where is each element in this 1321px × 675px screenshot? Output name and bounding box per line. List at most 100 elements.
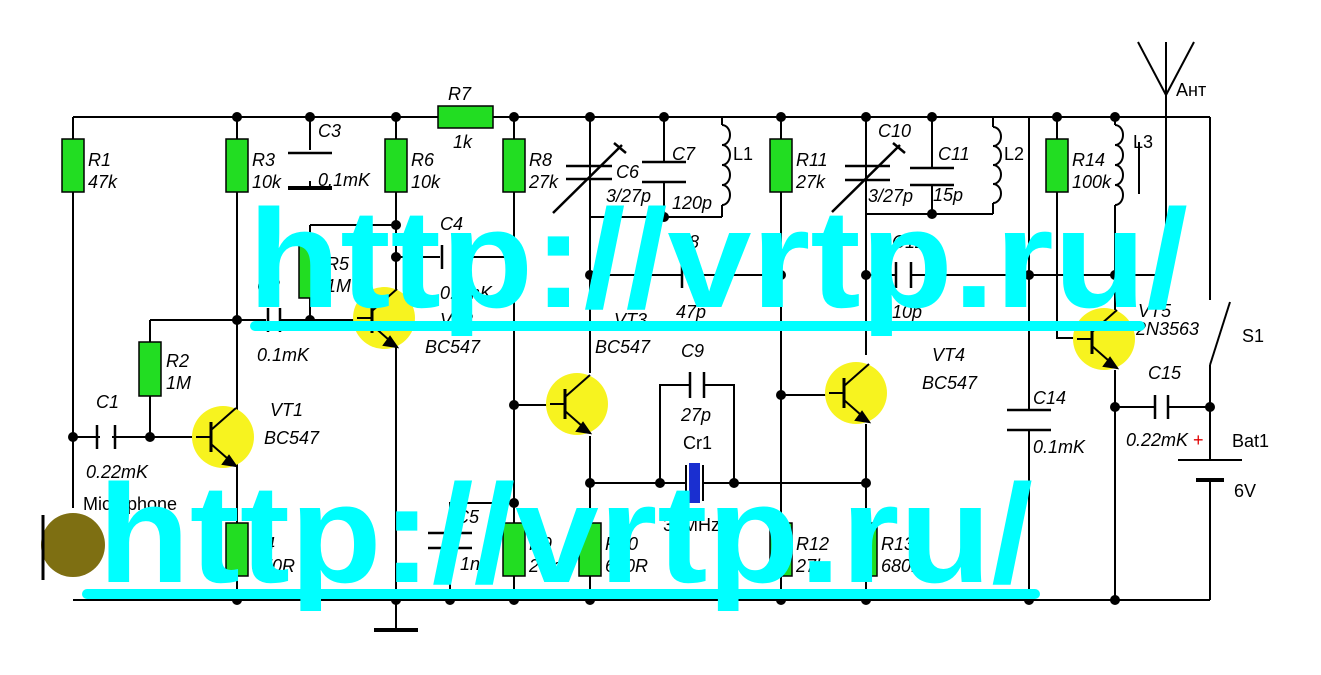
capacitor-name-label: C8 — [676, 232, 699, 252]
resistor-name-label: R7 — [448, 84, 472, 104]
transistor-model-label: BC547 — [922, 373, 978, 393]
resistor-r12 — [769, 522, 793, 577]
capacitor-value-label: 0.1mK — [257, 345, 310, 365]
resistor-name-label: R5 — [326, 254, 350, 274]
transistor-vt3 — [546, 373, 608, 435]
transistor-model-label: BC547 — [264, 428, 320, 448]
resistor-name-label: R2 — [166, 351, 189, 371]
capacitor-name-label: C1 — [96, 392, 119, 412]
antenna-icon — [1137, 41, 1195, 96]
capacitor-value-label: 10p — [892, 302, 922, 322]
capacitor-value-label: 0.22mK — [86, 462, 149, 482]
inductor-l2-coil — [992, 126, 1002, 204]
resistor-r3 — [225, 138, 249, 193]
resistor-value-label: 1M — [166, 373, 191, 393]
resistor-name-label: R3 — [252, 150, 275, 170]
capacitor-value-label: 1n — [460, 554, 480, 574]
resistor-r9 — [502, 522, 526, 577]
resistor-r11 — [769, 138, 793, 193]
capacitor-name-label: C15 — [1148, 363, 1182, 383]
capacitor-value-label: 0.1mK — [1033, 437, 1086, 457]
capacitor-name-label: C6 — [616, 162, 640, 182]
battery-bat1 — [1178, 459, 1242, 482]
capacitor-name-label: C14 — [1033, 388, 1066, 408]
resistor-name-label: R13 — [881, 534, 914, 554]
resistor-value-label: 1M — [326, 276, 351, 296]
resistor-name-label: R11 — [796, 150, 828, 170]
transistor-name-label: VT4 — [932, 345, 965, 365]
transistor-name-label: VT1 — [270, 400, 303, 420]
capacitor-name-label: C9 — [681, 341, 704, 361]
crystal-name-label: Cr1 — [683, 433, 712, 453]
capacitor-name-label: C4 — [440, 214, 463, 234]
resistor-name-label: R1 — [88, 150, 111, 170]
resistor-value-label: 680R — [605, 556, 648, 576]
crystal-value-label: 30MHz — [663, 515, 720, 535]
resistor-r5 — [298, 239, 322, 299]
resistor-value-label: 1k — [453, 132, 473, 152]
capacitor-value-label: 0.22mK — [1126, 430, 1189, 450]
inductor-l1-coil — [721, 124, 731, 206]
capacitor-name-label: C2 — [257, 276, 280, 296]
capacitor-name-label: C7 — [672, 144, 696, 164]
resistor-value-label: 10k — [252, 172, 282, 192]
transistor-vt1 — [192, 406, 254, 468]
resistor-value-label: 10k — [411, 172, 441, 192]
resistor-r2 — [138, 341, 162, 397]
capacitor-value-label: 0.1mK — [440, 283, 493, 303]
capacitor-name-label: C5 — [456, 507, 480, 527]
resistor-r6 — [384, 138, 408, 193]
resistor-value-label: 27k — [528, 556, 559, 576]
inductor-name-label: L3 — [1133, 132, 1153, 152]
capacitor-value-label: 120p — [672, 193, 712, 213]
inductor-name-label: L2 — [1004, 144, 1024, 164]
capacitor-value-label: 27p — [680, 405, 711, 425]
resistor-name-label: R14 — [1072, 150, 1105, 170]
capacitor-name-label: C12 — [892, 232, 925, 252]
battery-plus-label: + — [1193, 430, 1204, 450]
capacitor-name-label: C11 — [938, 144, 970, 164]
inductor-name-label: L1 — [733, 144, 753, 164]
resistor-value-label: 100k — [1072, 172, 1112, 192]
resistor-r4 — [225, 522, 249, 577]
watermark-top: http://vrtp.ru/ — [248, 180, 1188, 337]
resistor-r8 — [502, 138, 526, 193]
capacitor-value-label: 0.1mK — [318, 170, 371, 190]
transistor-name-label: VT5 — [1138, 301, 1172, 321]
switch-s1 — [1209, 301, 1231, 366]
resistor-value-label: 470R — [252, 556, 295, 576]
battery-name-label: Bat1 — [1232, 431, 1269, 451]
resistor-name-label: R10 — [605, 534, 638, 554]
capacitor-value-label: 3/27p — [606, 186, 651, 206]
resistor-name-label: R9 — [529, 534, 552, 554]
transistor-model-label: BC547 — [595, 337, 651, 357]
resistor-value-label: 47k — [88, 172, 118, 192]
inductors — [721, 124, 1140, 206]
component-labels: R147kR21MR310kR4470RR51MR610kR71kR827kR9… — [86, 84, 1199, 576]
resistor-r7 — [437, 105, 494, 129]
resistor-r10 — [578, 522, 602, 577]
antenna-label: Ант — [1176, 80, 1206, 100]
resistor-value-label: 27k — [795, 556, 826, 576]
resistor-name-label: R8 — [529, 150, 552, 170]
capacitor-name-label: C10 — [878, 121, 911, 141]
resistor-value-label: 27k — [795, 172, 826, 192]
switch-label: S1 — [1242, 326, 1264, 346]
resistor-r14 — [1045, 138, 1069, 193]
resistor-name-label: R12 — [796, 534, 829, 554]
watermark-underline-bottom — [82, 589, 1040, 599]
transistors — [192, 287, 1135, 468]
crystal-cr1 — [685, 463, 704, 503]
transistor-model-label: 2N3563 — [1135, 319, 1199, 339]
resistor-r1 — [61, 138, 85, 193]
resistor-r13 — [854, 522, 878, 577]
capacitor-plates — [95, 142, 1170, 550]
watermark-underline-top — [250, 321, 1145, 331]
inductor-l3-coil — [1114, 124, 1124, 206]
resistors — [61, 105, 1069, 577]
resistor-name-label: R4 — [252, 534, 275, 554]
watermarks: http://vrtp.ru/ http://vrtp.ru/ — [82, 180, 1188, 612]
watermark-bottom: http://vrtp.ru/ — [98, 455, 1033, 612]
microphone-label: Microphone — [83, 494, 177, 514]
